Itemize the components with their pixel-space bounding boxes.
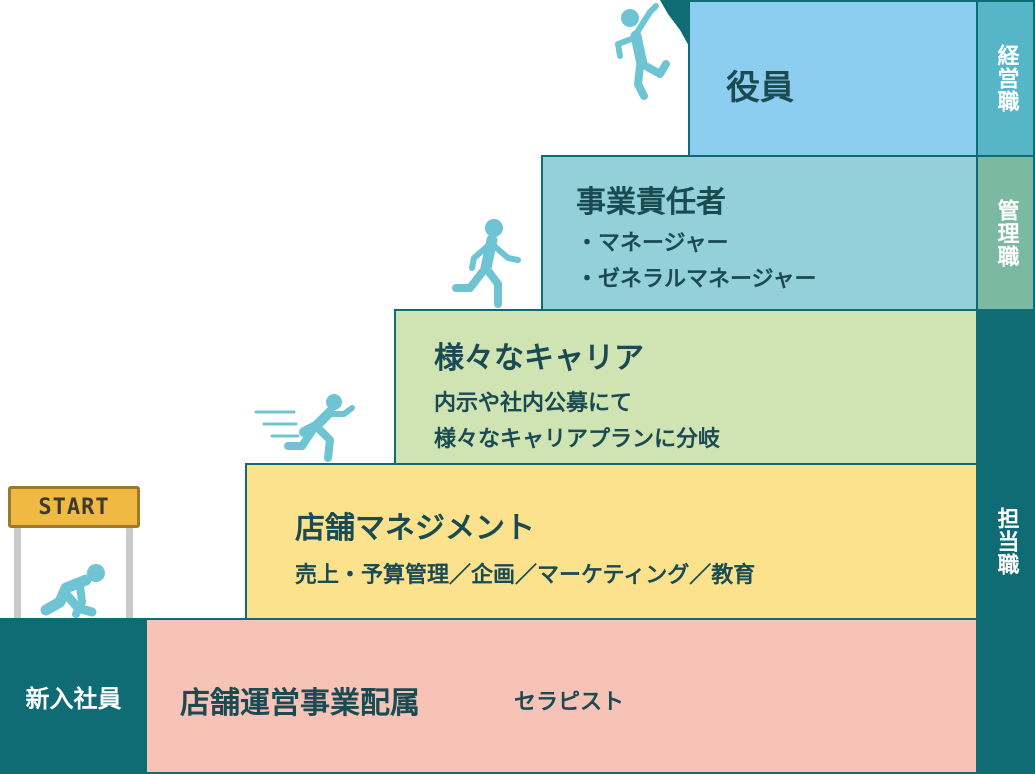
running-person-icon [254,394,355,462]
business-manager-item2: ・ゼネラルマネージャー [576,267,817,292]
step-careers: 様々なキャリア 内示や社内公募にて 様々なキャリアプランに分岐 [394,309,978,465]
step-business-manager: 事業責任者 ・マネージャー ・ゼネラルマネージャー [541,155,978,311]
newcomer-note: セラピスト [514,690,625,715]
step-executive: 役員 [688,0,978,157]
walking-person-icon [452,219,521,308]
side-label-staff-level: 担当職 [976,309,1035,774]
manager-level-text: 管理職 [993,198,1019,268]
careers-title: 様々なキャリア [434,341,644,376]
careers-sub1: 内示や社内公募にて [434,391,633,416]
step-store-management: 店舗マネジメント 売上・予算管理／企画／マーケティング／教育 [245,463,978,620]
newcomer-label: 新入社員 [25,684,122,713]
climbing-person-icon [615,3,670,100]
side-label-management-level: 経営職 [976,0,1035,157]
staff-level-text: 担当職 [993,507,1019,576]
cliff-edge-shape [660,0,690,48]
executive-title: 役員 [726,68,794,108]
start-sign: START [8,486,140,528]
side-label-manager-level: 管理職 [976,155,1035,311]
start-sign-text: START [38,494,110,520]
start-gate-right-post [126,520,133,618]
newcomer-title: 店舗運営事業配属 [180,686,420,721]
business-manager-title: 事業責任者 [576,185,726,220]
start-gate-left-post [14,520,21,618]
step-newcomer: 店舗運営事業配属 セラピスト [145,618,978,774]
management-level-text: 経営職 [993,44,1019,113]
newcomer-label-box: 新入社員 [0,618,147,774]
store-management-title: 店舗マネジメント [295,511,535,546]
careers-sub2: 様々なキャリアプランに分岐 [434,427,721,452]
crouching-runner-icon [40,564,105,618]
business-manager-item1: ・マネージャー [576,231,729,256]
store-management-sub: 売上・予算管理／企画／マーケティング／教育 [295,563,756,588]
